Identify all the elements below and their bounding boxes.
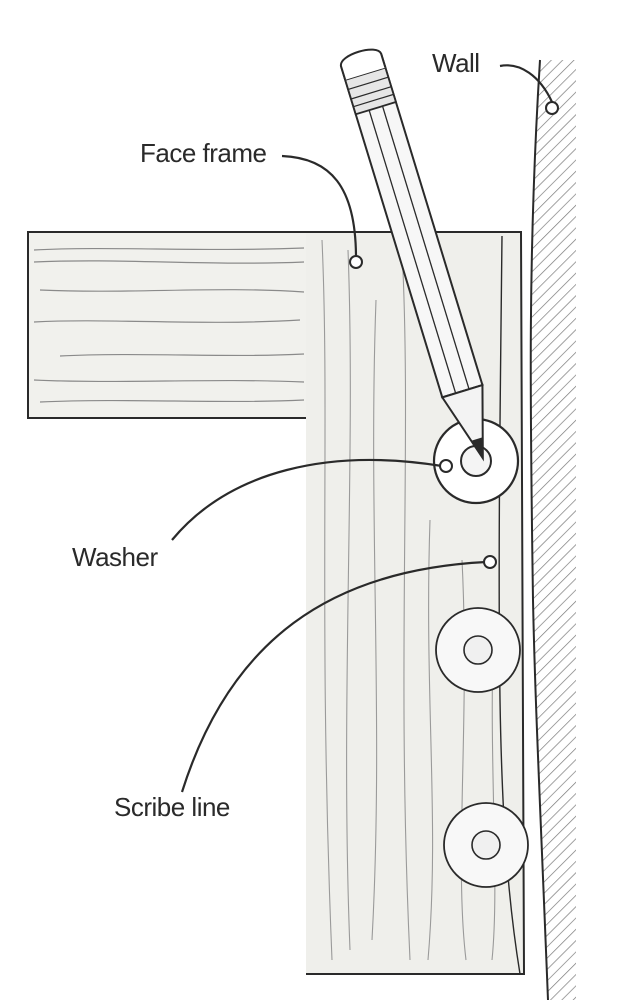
face-frame-dot (349, 255, 363, 269)
scribe-line-dot (483, 555, 497, 569)
wall-surface-line (529, 59, 549, 1001)
washers (432, 417, 529, 888)
washer-label: Washer (72, 542, 158, 572)
washer-dot (439, 459, 453, 473)
face-frame-label: Face frame (140, 138, 267, 168)
wall (529, 59, 576, 1001)
scribe-line-label: Scribe line (114, 792, 230, 822)
rail-board (27, 231, 309, 419)
wall-leader (499, 64, 553, 103)
callout-leaders (171, 64, 553, 793)
face-frame-leader (281, 154, 358, 259)
rail-grain (33, 247, 305, 403)
washer-lower-2 (443, 802, 529, 888)
wall-label: Wall (432, 48, 480, 78)
washer-leader (171, 458, 443, 541)
pencil (339, 48, 484, 462)
wall-hatching (530, 60, 576, 1000)
stile-grain (321, 239, 496, 961)
callout-dots (349, 101, 559, 569)
scribe-line-leader (180, 560, 487, 793)
wall-dot (545, 101, 559, 115)
washer-active (432, 417, 520, 505)
washer-lower-1 (435, 607, 521, 693)
